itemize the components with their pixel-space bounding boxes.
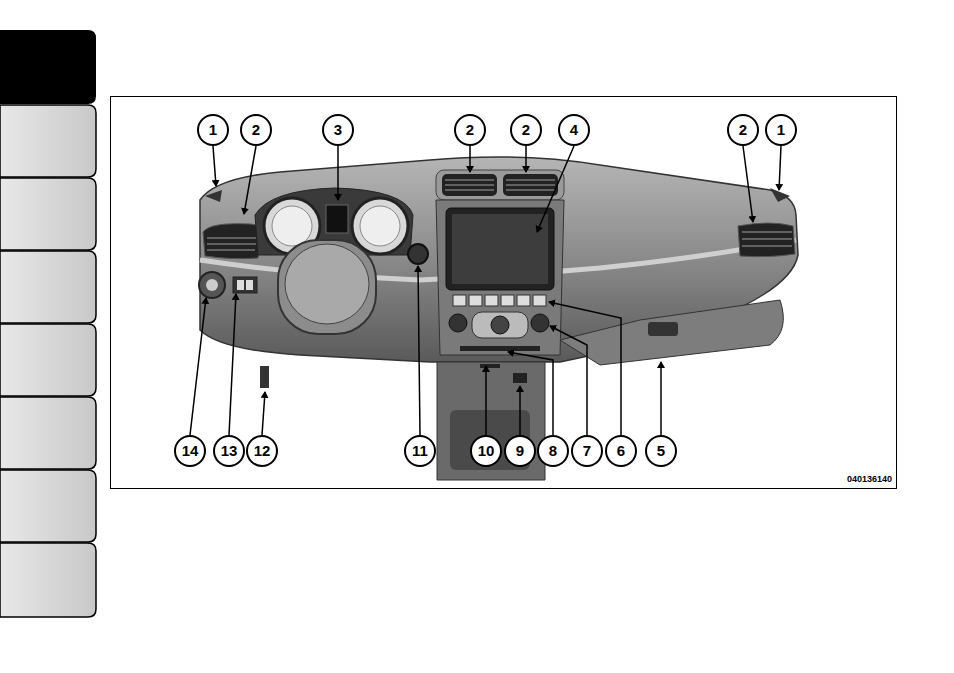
callout-number: 1 bbox=[765, 114, 797, 146]
callout-number: 1 bbox=[197, 114, 229, 146]
callout-number: 2 bbox=[727, 114, 759, 146]
figure-frame bbox=[111, 97, 897, 489]
callout-number: 8 bbox=[537, 435, 569, 467]
callout-number: 14 bbox=[174, 435, 206, 467]
callout-number: 6 bbox=[605, 435, 637, 467]
callout-number: 3 bbox=[322, 114, 354, 146]
callout-number: 12 bbox=[246, 435, 278, 467]
callout-number: 2 bbox=[454, 114, 486, 146]
figure-code: 040136140 bbox=[847, 474, 892, 484]
callout-number: 13 bbox=[213, 435, 245, 467]
callout-number: 11 bbox=[404, 435, 436, 467]
side-tabs bbox=[0, 30, 96, 617]
callout-number: 7 bbox=[571, 435, 603, 467]
callout-number: 9 bbox=[504, 435, 536, 467]
leader-lines bbox=[190, 146, 781, 435]
callout-number: 2 bbox=[510, 114, 542, 146]
dashboard bbox=[199, 157, 798, 480]
callout-number: 10 bbox=[470, 435, 502, 467]
callout-number: 2 bbox=[240, 114, 272, 146]
callout-number: 5 bbox=[645, 435, 677, 467]
callout-number: 4 bbox=[558, 114, 590, 146]
